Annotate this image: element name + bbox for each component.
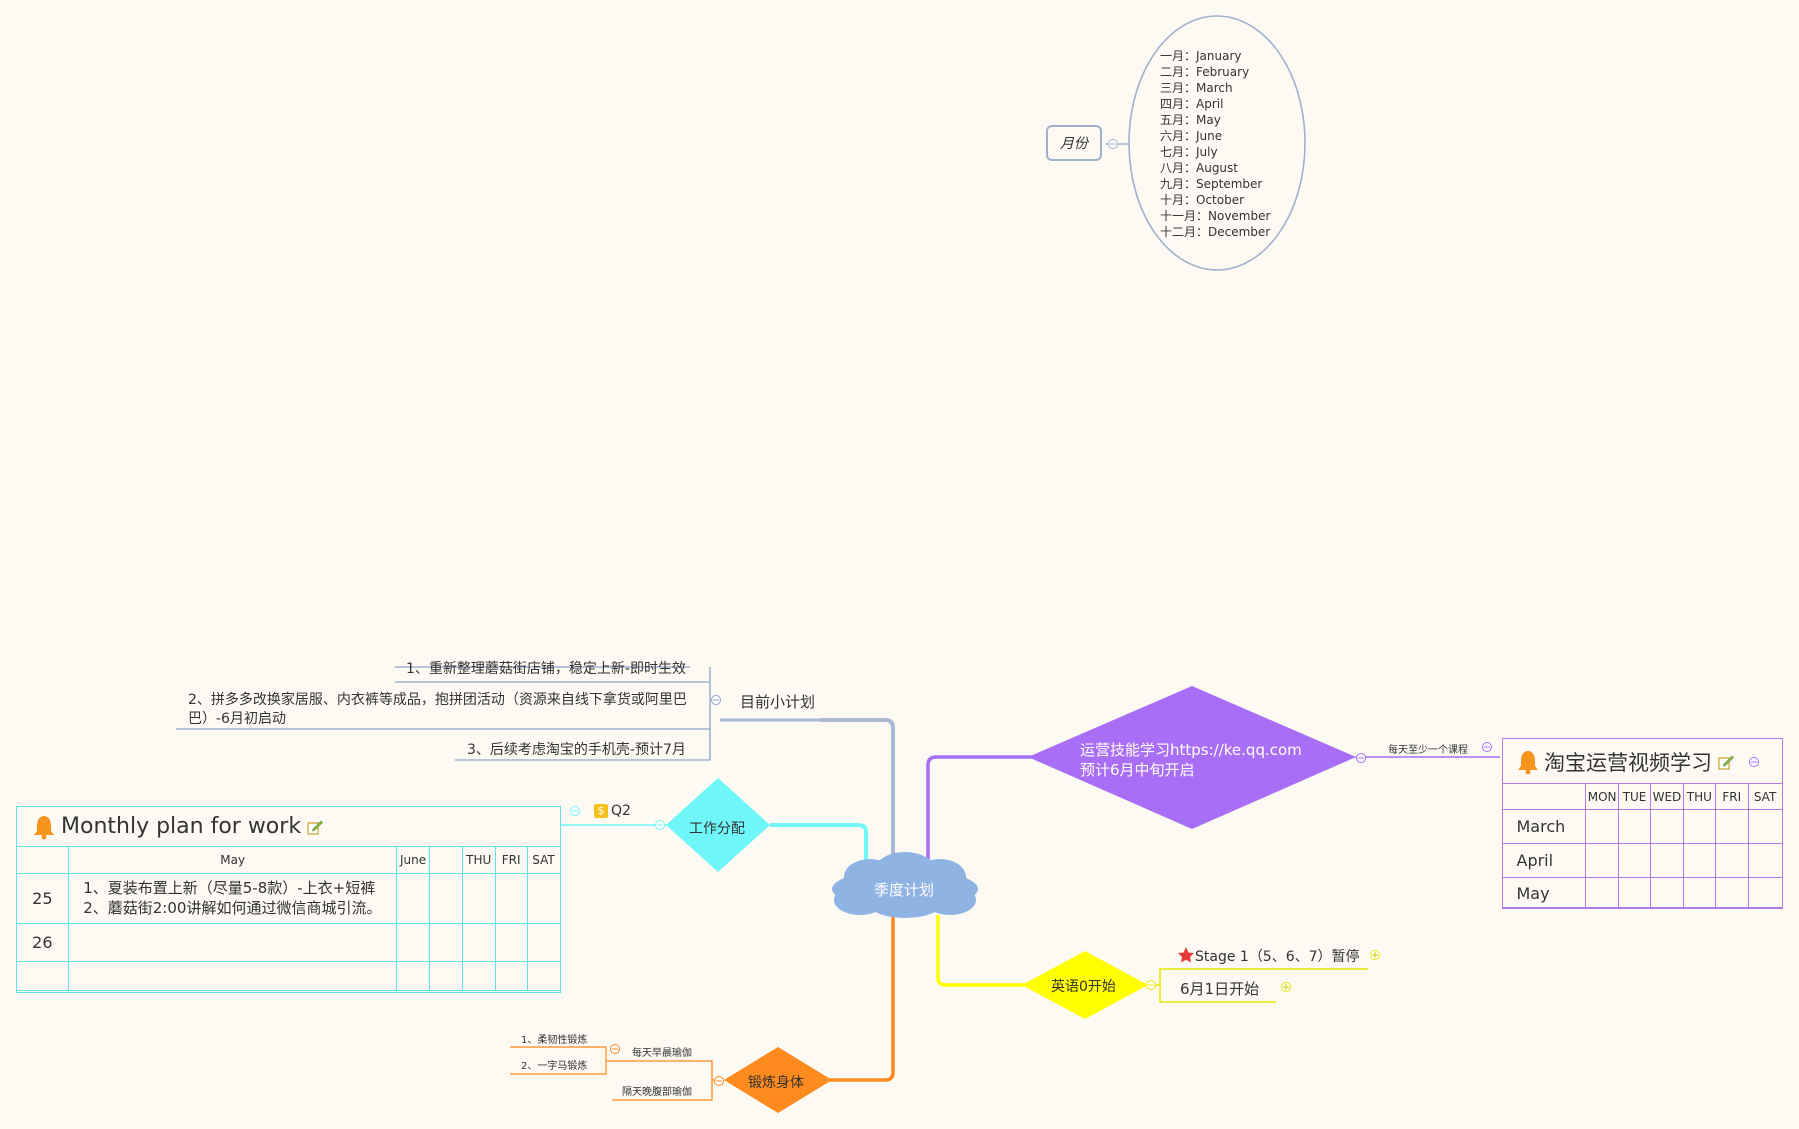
q2-label: Q2 [611, 803, 631, 819]
learning-label[interactable]: 运营技能学习https://ke.qq.com 预计6月中旬开启 [1080, 740, 1302, 780]
learning-line-2: 预计6月中旬开启 [1080, 761, 1195, 779]
month-item: 十二月：December [1160, 225, 1271, 239]
english-label[interactable]: 英语0开始 [1051, 979, 1116, 995]
table-row: 26 [15, 922, 561, 962]
col-header: SAT [1747, 783, 1783, 810]
row-label: April [1501, 843, 1587, 878]
learning-table[interactable]: 淘宝运营视频学习 MON TUE WED THU FRI SAT [1501, 738, 1783, 909]
current-plan-item-2[interactable]: 2、拼多多改换家居服、内衣裤等成品，抱拼团活动（资源来自线下拿货或阿里巴 [188, 692, 687, 708]
month-item: 十一月：November [1160, 209, 1271, 223]
months-node[interactable]: 月份 [1046, 125, 1102, 161]
exercise-sub-2[interactable]: 2、一字马锻炼 [521, 1061, 588, 1072]
current-plan-item-2-cont[interactable]: 巴）-6月初启动 [188, 711, 286, 727]
col-header: May [68, 845, 398, 874]
col-header: THU [1682, 783, 1716, 810]
table-row: March [1501, 809, 1783, 844]
current-plan-item-1[interactable]: 1、重新整理蘑菇街店铺，稳定上新-即时生效 [406, 661, 686, 677]
month-item: 九月：September [1160, 177, 1263, 191]
monthly-plan-table[interactable]: Monthly plan for work May June THU FRI S… [15, 806, 561, 993]
star-icon [1178, 947, 1194, 963]
edit-note-icon[interactable] [1718, 754, 1734, 770]
month-item: 一月：January [1160, 49, 1242, 63]
current-plan-label[interactable]: 目前小计划 [740, 693, 816, 711]
col-header [1501, 783, 1587, 810]
english-diamond [1022, 951, 1148, 1019]
col-header [15, 845, 70, 874]
row-label: May [1501, 877, 1587, 909]
dollar-icon: $ [594, 804, 608, 818]
row-label: 26 [15, 922, 70, 962]
row-content[interactable]: 1、夏装布置上新（尽量5-8款）-上衣+短裤 2、蘑菇街2:00讲解如何通过微信… [68, 872, 398, 924]
month-item: 五月：May [1160, 113, 1221, 127]
col-header: FRI [1714, 783, 1749, 810]
edit-note-icon[interactable] [307, 819, 323, 835]
learning-table-title: 淘宝运营视频学习 [1544, 750, 1712, 775]
monthly-plan-grid: May June THU FRI SAT 25 1、夏装布置上新（尽量5-8款）… [15, 845, 561, 991]
month-item: 七月：July [1160, 145, 1218, 159]
table-row: April [1501, 843, 1783, 878]
central-cloud [832, 852, 978, 918]
col-header: THU [461, 845, 496, 874]
month-item: 二月：February [1160, 65, 1250, 79]
row-label: March [1501, 809, 1587, 844]
row-line: 1、夏装布置上新（尽量5-8款）-上衣+短裤 [83, 879, 376, 897]
col-header: June [396, 845, 431, 874]
bell-icon [1518, 750, 1538, 774]
table-row: May [1501, 877, 1783, 909]
learning-link-label[interactable]: 每天至少一个课程 [1388, 745, 1468, 756]
center-label[interactable]: 季度计划 [874, 881, 935, 899]
learning-grid: MON TUE WED THU FRI SAT March April May [1501, 783, 1783, 909]
col-header: MON [1585, 783, 1620, 810]
learning-line-1: 运营技能学习https://ke.qq.com [1080, 741, 1302, 759]
q2-node[interactable]: $ Q2 [594, 803, 631, 819]
table-row [15, 960, 561, 991]
monthly-plan-title-row: Monthly plan for work [17, 807, 560, 847]
exercise-label[interactable]: 锻炼身体 [748, 1075, 804, 1091]
exercise-evening[interactable]: 隔天晚腹部瑜伽 [622, 1087, 692, 1098]
exercise-diamond [724, 1047, 832, 1113]
col-header: SAT [526, 845, 561, 874]
row-label: 25 [15, 872, 70, 924]
months-title: 月份 [1060, 136, 1088, 152]
monthly-plan-title: Monthly plan for work [61, 814, 302, 839]
exercise-sub-1[interactable]: 1、柔韧性锻炼 [521, 1035, 588, 1046]
row-line: 2、蘑菇街2:00讲解如何通过微信商城引流。 [83, 899, 382, 917]
col-header: FRI [494, 845, 528, 874]
month-item: 四月：April [1160, 97, 1224, 111]
month-item: 三月：March [1160, 81, 1233, 95]
row-label [15, 960, 70, 991]
months-list: 一月：January 二月：February 三月：March 四月：April… [1160, 48, 1270, 240]
learning-title-row: 淘宝运营视频学习 [1503, 739, 1782, 784]
work-diamond [666, 778, 770, 872]
exercise-morning[interactable]: 每天早晨瑜伽 [632, 1048, 692, 1059]
english-stage[interactable]: Stage 1（5、6、7）暂停 [1195, 949, 1360, 965]
table-row: 25 1、夏装布置上新（尽量5-8款）-上衣+短裤 2、蘑菇街2:00讲解如何通… [15, 872, 561, 924]
learning-diamond [1028, 686, 1356, 829]
current-plan-item-3[interactable]: 3、后续考虑淘宝的手机壳-预计7月 [467, 742, 686, 758]
work-label[interactable]: 工作分配 [689, 821, 745, 837]
month-item: 八月：August [1160, 161, 1238, 175]
col-header: WED [1649, 783, 1684, 810]
col-header [429, 845, 463, 874]
month-item: 六月：June [1160, 129, 1223, 143]
collapse-icon[interactable] [1748, 756, 1760, 768]
col-header: TUE [1618, 783, 1651, 810]
english-start[interactable]: 6月1日开始 [1180, 980, 1260, 998]
months-ellipse [1128, 15, 1306, 271]
month-item: 十月：October [1160, 193, 1245, 207]
bell-icon [34, 815, 54, 839]
